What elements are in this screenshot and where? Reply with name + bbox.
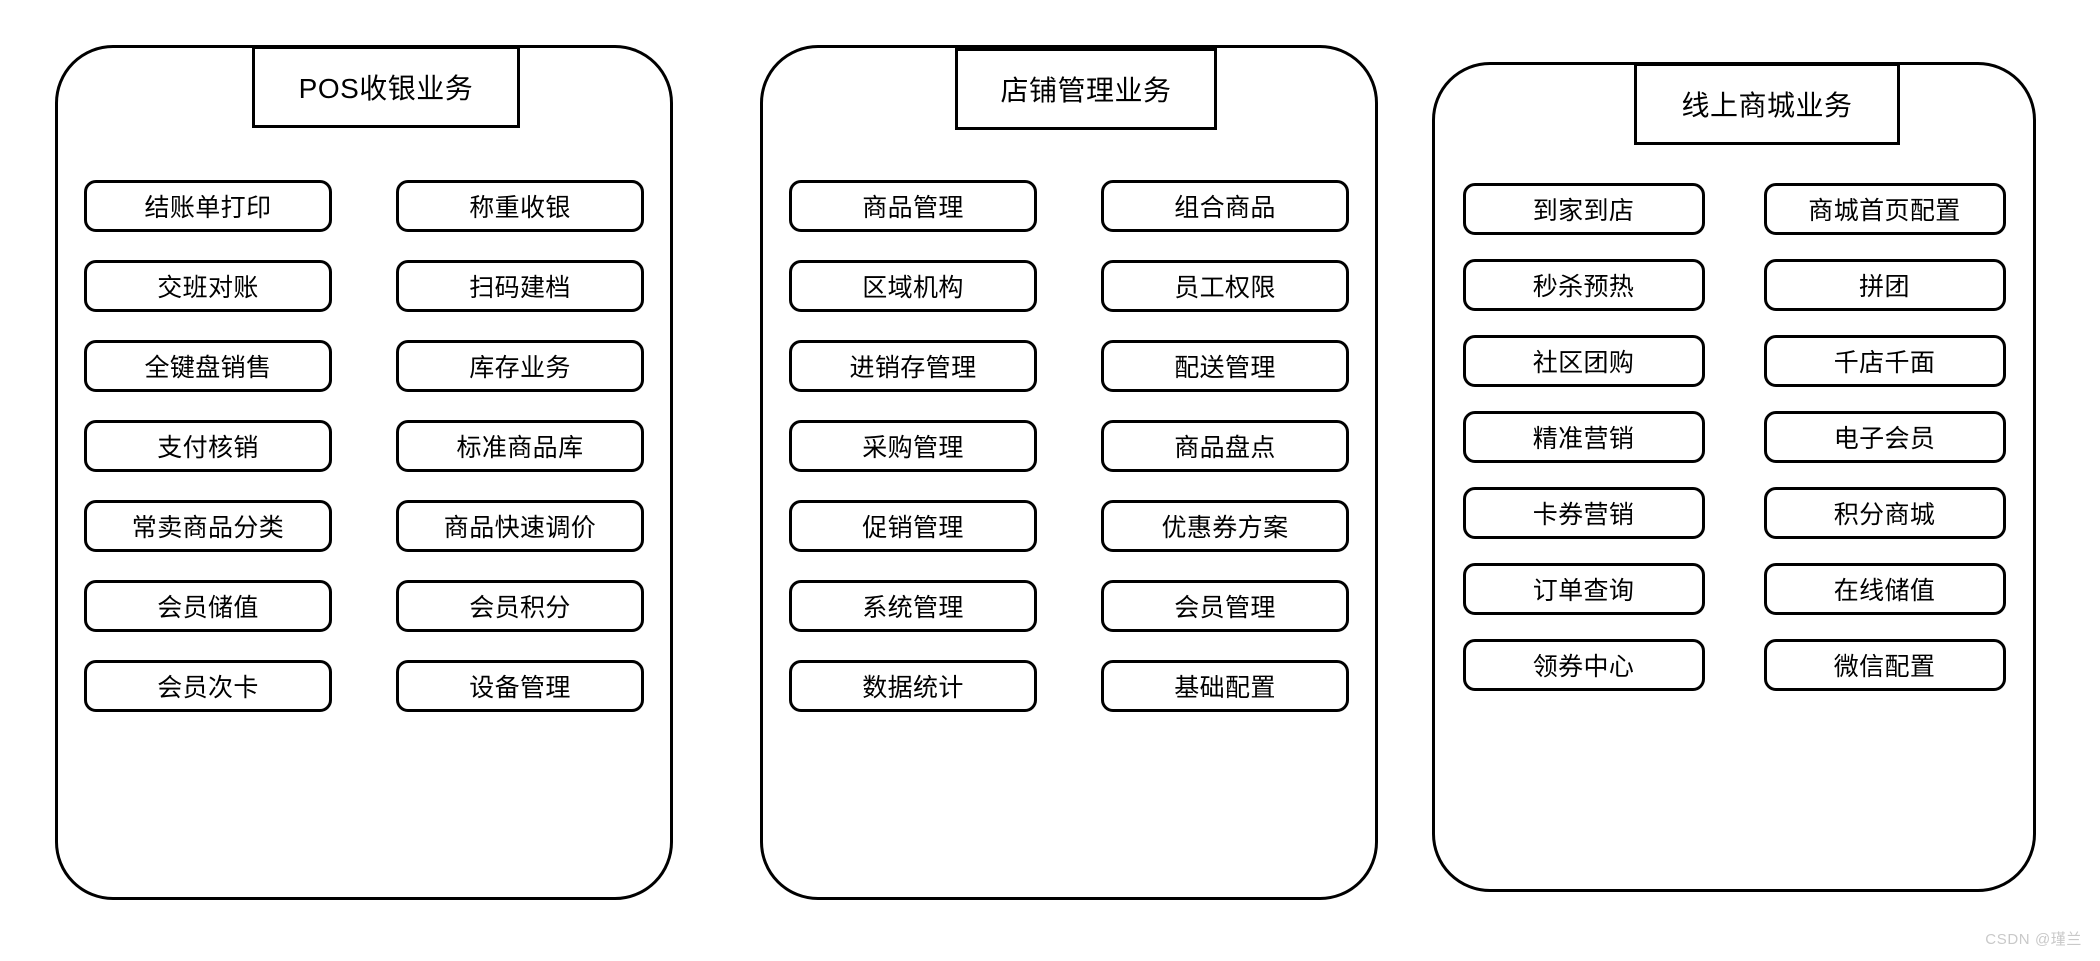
item-box[interactable]: 会员积分	[396, 580, 644, 632]
item-box[interactable]: 商城首页配置	[1763, 183, 2006, 235]
item-box[interactable]: 到家到店	[1462, 183, 1705, 235]
item-box[interactable]: 称重收银	[396, 180, 644, 232]
item-box[interactable]: 进销存管理	[789, 340, 1037, 392]
csdn-watermark: CSDN @瑾兰	[1985, 931, 2082, 948]
item-box[interactable]: 员工权限	[1101, 260, 1349, 312]
item-box[interactable]: 商品管理	[789, 180, 1037, 232]
panel-title-box-online-mall: 线上商城业务	[1634, 63, 1900, 145]
item-box[interactable]: 支付核销	[84, 420, 332, 472]
item-box[interactable]: 秒杀预热	[1462, 259, 1705, 311]
item-box[interactable]: 基础配置	[1101, 660, 1349, 712]
item-box[interactable]: 优惠券方案	[1101, 500, 1349, 552]
panel-item-grid-online-mall: 到家到店 商城首页配置 秒杀预热 拼团 社区团购 千店千面 精准营销 电子会员 …	[1435, 183, 2033, 691]
item-box[interactable]: 会员管理	[1101, 580, 1349, 632]
item-box[interactable]: 社区团购	[1462, 335, 1705, 387]
panel-online-mall-business: 线上商城业务 到家到店 商城首页配置 秒杀预热 拼团 社区团购 千店千面 精准营…	[1432, 62, 2036, 892]
panel-pos-business: POS收银业务 结账单打印 称重收银 交班对账 扫码建档 全键盘销售 库存业务 …	[55, 45, 673, 900]
item-box[interactable]: 采购管理	[789, 420, 1037, 472]
item-box[interactable]: 常卖商品分类	[84, 500, 332, 552]
item-box[interactable]: 全键盘销售	[84, 340, 332, 392]
item-box[interactable]: 结账单打印	[84, 180, 332, 232]
item-box[interactable]: 库存业务	[396, 340, 644, 392]
item-box[interactable]: 积分商城	[1763, 487, 2006, 539]
item-box[interactable]: 商品快速调价	[396, 500, 644, 552]
item-box[interactable]: 领券中心	[1462, 639, 1705, 691]
item-box[interactable]: 区域机构	[789, 260, 1037, 312]
item-box[interactable]: 卡券营销	[1462, 487, 1705, 539]
panel-title-box-pos: POS收银业务	[252, 46, 520, 128]
item-box[interactable]: 电子会员	[1763, 411, 2006, 463]
item-box[interactable]: 在线储值	[1763, 563, 2006, 615]
item-box[interactable]: 系统管理	[789, 580, 1037, 632]
item-box[interactable]: 标准商品库	[396, 420, 644, 472]
item-box[interactable]: 设备管理	[396, 660, 644, 712]
item-box[interactable]: 拼团	[1763, 259, 2006, 311]
item-box[interactable]: 订单查询	[1462, 563, 1705, 615]
item-box[interactable]: 交班对账	[84, 260, 332, 312]
item-box[interactable]: 配送管理	[1101, 340, 1349, 392]
item-box[interactable]: 精准营销	[1462, 411, 1705, 463]
item-box[interactable]: 组合商品	[1101, 180, 1349, 232]
item-box[interactable]: 促销管理	[789, 500, 1037, 552]
panel-item-grid-pos: 结账单打印 称重收银 交班对账 扫码建档 全键盘销售 库存业务 支付核销 标准商…	[58, 180, 670, 712]
item-box[interactable]: 会员储值	[84, 580, 332, 632]
item-box[interactable]: 千店千面	[1763, 335, 2006, 387]
panel-title-box-store-management: 店铺管理业务	[955, 48, 1217, 130]
item-box[interactable]: 数据统计	[789, 660, 1037, 712]
panel-item-grid-store-management: 商品管理 组合商品 区域机构 员工权限 进销存管理 配送管理 采购管理 商品盘点…	[763, 180, 1375, 712]
item-box[interactable]: 会员次卡	[84, 660, 332, 712]
panel-store-management-business: 店铺管理业务 商品管理 组合商品 区域机构 员工权限 进销存管理 配送管理 采购…	[760, 45, 1378, 900]
item-box[interactable]: 扫码建档	[396, 260, 644, 312]
item-box[interactable]: 微信配置	[1763, 639, 2006, 691]
item-box[interactable]: 商品盘点	[1101, 420, 1349, 472]
